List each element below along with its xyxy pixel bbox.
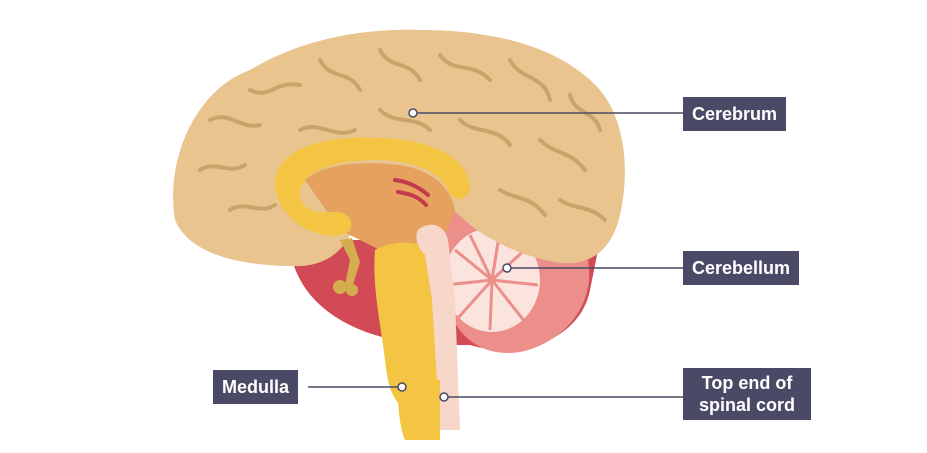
spinal-cord [416, 224, 460, 430]
cerebrum-folds [198, 48, 607, 222]
dot-cerebrum [408, 108, 418, 118]
dot-spinal-cord [439, 392, 449, 402]
label-spinal-cord: Top end of spinal cord [683, 368, 811, 420]
label-spinal-cord-line2: spinal cord [698, 395, 796, 415]
leader-dots [397, 108, 512, 402]
brainstem [374, 242, 440, 410]
label-cerebrum: Cerebrum [683, 97, 787, 131]
leader-lines [308, 112, 683, 398]
dot-cerebellum [502, 263, 512, 273]
label-cerebellum: Cerebellum [683, 251, 800, 285]
arbor-vitae-branches [445, 229, 539, 331]
pituitary [333, 238, 360, 296]
brainstem-lower [397, 375, 440, 440]
corpus-callosum [275, 137, 470, 236]
label-medulla: Medulla [213, 370, 299, 404]
midbrain-fibers [393, 178, 430, 207]
dot-medulla [397, 382, 407, 392]
label-spinal-cord-line1: Top end of [701, 373, 793, 393]
